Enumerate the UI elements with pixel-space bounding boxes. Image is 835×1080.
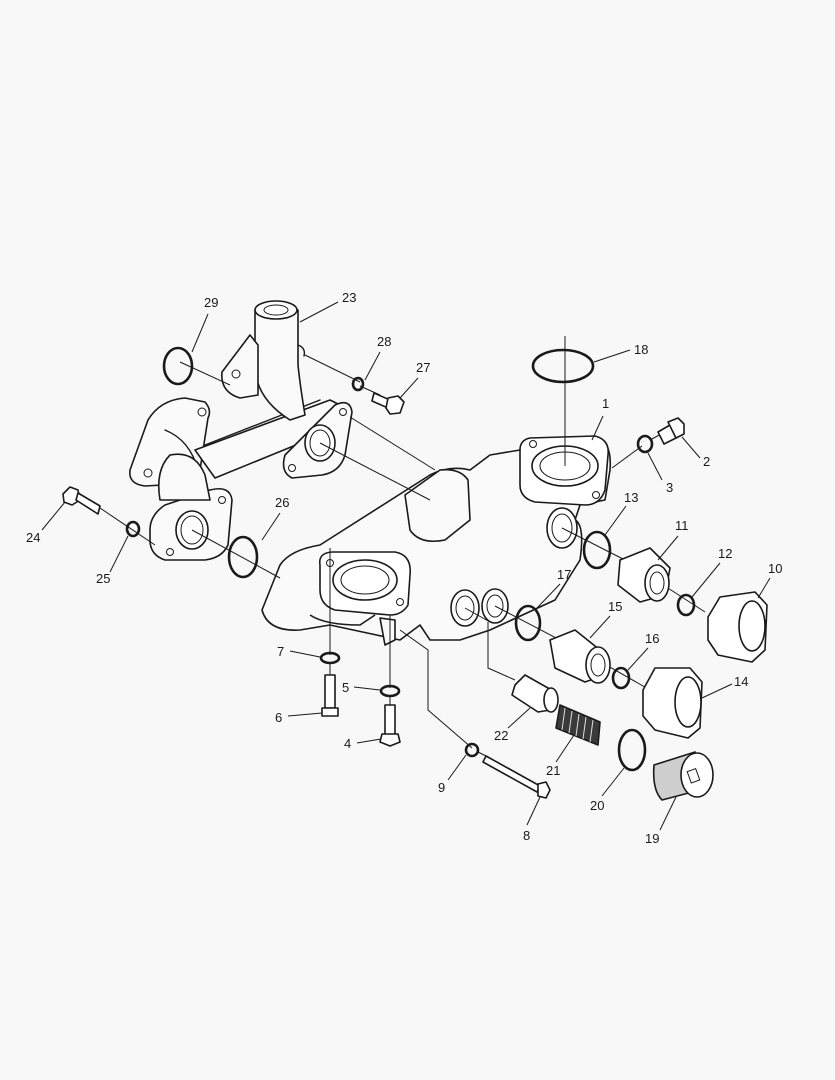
- callout-24: 24: [26, 530, 40, 545]
- o-ring-29: [162, 346, 194, 386]
- washer-25: [125, 520, 141, 538]
- callout-29: 29: [204, 295, 218, 310]
- callout-15: 15: [608, 599, 622, 614]
- long-bolt-8: [482, 755, 551, 799]
- o-ring-17: [514, 604, 542, 642]
- bolt-24: [62, 486, 101, 515]
- fitting-11: [617, 547, 671, 603]
- callout-25: 25: [96, 571, 110, 586]
- cap-nut-10: [707, 591, 768, 663]
- o-ring-20: [617, 728, 647, 772]
- bolt-4: [379, 704, 401, 747]
- washer-7: [319, 651, 341, 665]
- plug-bolt-2: [657, 417, 685, 445]
- callout-labels: 1 2 3 4 5 6 7 8 9 10 11 12 13 14 15 16 1…: [26, 290, 782, 846]
- callout-leaders: [41, 301, 771, 831]
- bolt-27: [371, 392, 405, 415]
- callout-14: 14: [734, 674, 748, 689]
- valve-piston-22: [511, 674, 559, 713]
- callout-18: 18: [634, 342, 648, 357]
- callout-9: 9: [438, 780, 445, 795]
- callout-2: 2: [703, 454, 710, 469]
- callout-17: 17: [557, 567, 571, 582]
- o-ring-12: [676, 593, 696, 617]
- callout-27: 27: [416, 360, 430, 375]
- fitting-15: [549, 629, 611, 684]
- callout-12: 12: [718, 546, 732, 561]
- bolt-6: [321, 674, 339, 717]
- callout-26: 26: [275, 495, 289, 510]
- callout-21: 21: [546, 763, 560, 778]
- spring-21: [555, 704, 601, 746]
- callout-28: 28: [377, 334, 391, 349]
- o-ring-3: [636, 434, 654, 454]
- o-ring-26: [227, 535, 259, 579]
- callout-13: 13: [624, 490, 638, 505]
- callout-1: 1: [602, 396, 609, 411]
- callout-5: 5: [342, 680, 349, 695]
- upper-manifold-part: [128, 300, 353, 561]
- callout-10: 10: [768, 561, 782, 576]
- callout-6: 6: [275, 710, 282, 725]
- washer-9: [464, 742, 480, 758]
- callout-8: 8: [523, 828, 530, 843]
- callout-16: 16: [645, 631, 659, 646]
- callout-23: 23: [342, 290, 356, 305]
- callout-11: 11: [675, 518, 689, 533]
- cap-nut-14: [642, 667, 703, 739]
- washer-5: [379, 684, 401, 698]
- callout-19: 19: [645, 831, 659, 846]
- callout-22: 22: [494, 728, 508, 743]
- callout-20: 20: [590, 798, 604, 813]
- washer-28: [351, 376, 365, 392]
- callout-4: 4: [344, 736, 351, 751]
- o-ring-18: [531, 348, 595, 384]
- o-ring-13: [582, 530, 612, 570]
- o-ring-16: [611, 666, 631, 690]
- callout-7: 7: [277, 644, 284, 659]
- threaded-plug-19: [652, 751, 714, 801]
- callout-3: 3: [666, 480, 673, 495]
